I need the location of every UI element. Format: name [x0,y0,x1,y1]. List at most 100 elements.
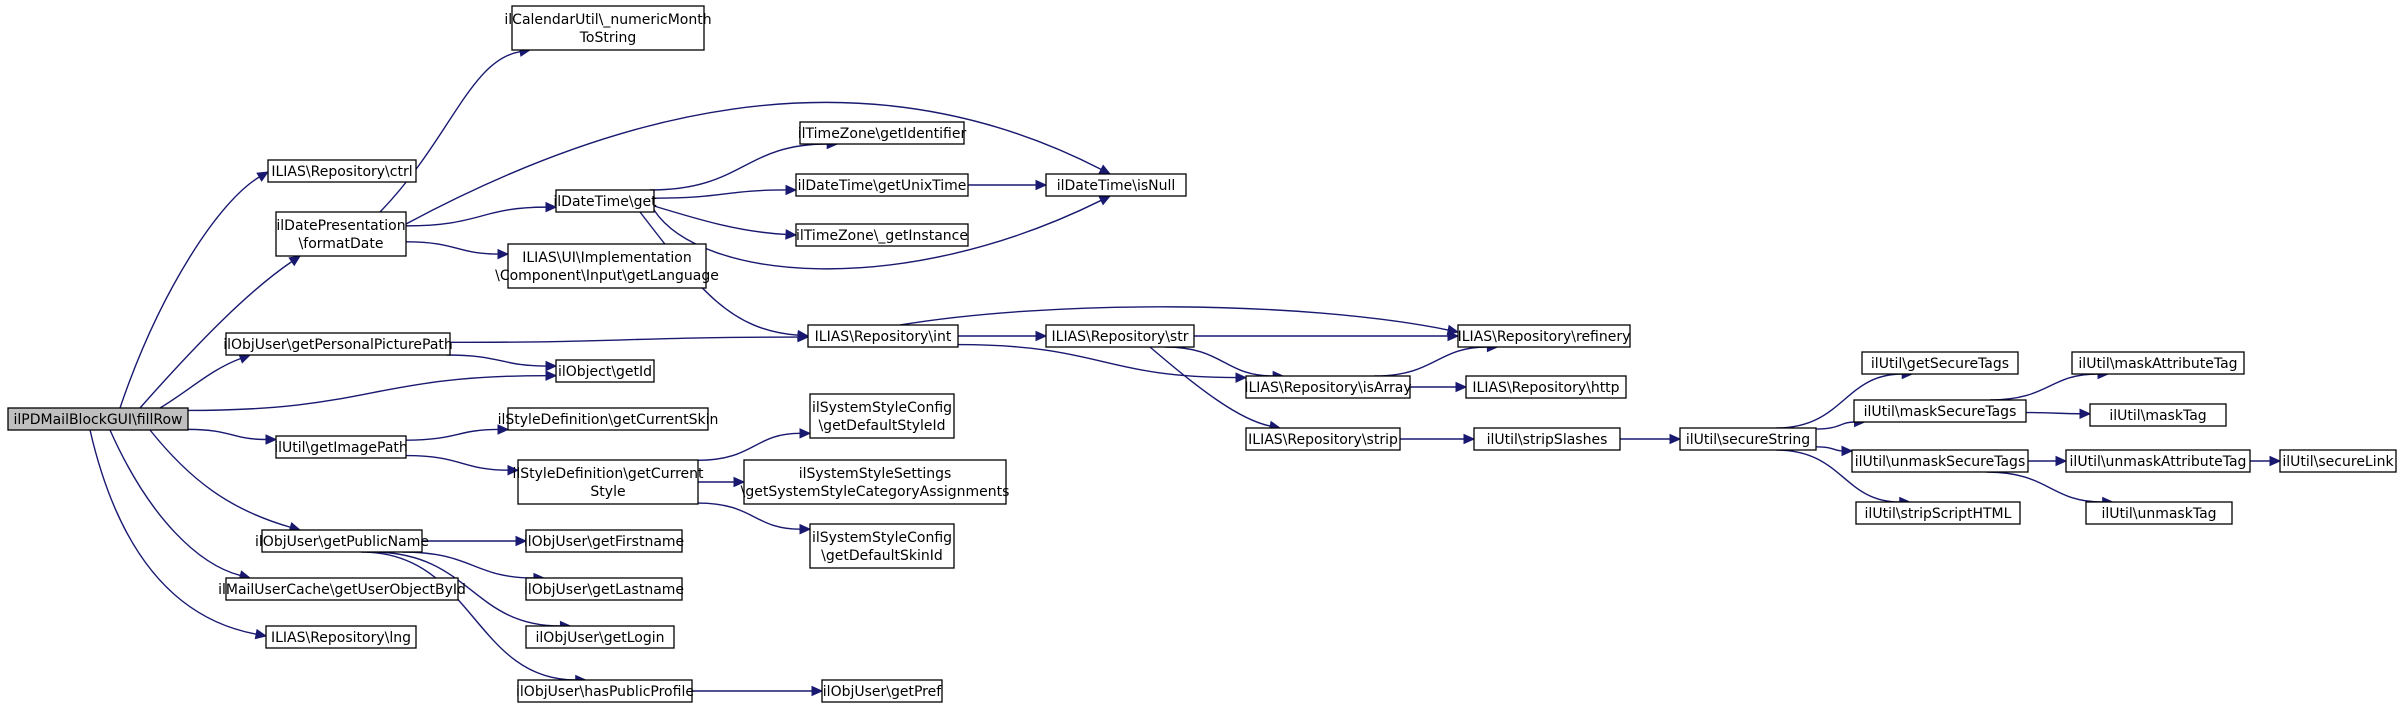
node-getSec[interactable]: ilUtil\getSecureTags [1861,351,2019,375]
node-label: ilDateTime\getUnixTime [798,178,967,194]
node-defStyle[interactable]: ilSystemStyleConfig\getDefaultStyleId [809,393,955,439]
edge-line [402,551,534,579]
node-defSkin[interactable]: ilSystemStyleConfig\getDefaultSkinId [809,523,955,569]
node-box [809,393,955,439]
node-dtUnix[interactable]: ilDateTime\getUnixTime [795,173,969,197]
node-label: ilUtil\maskAttributeTag [2078,356,2237,372]
node-curSkin[interactable]: ilStyleDefinition\getCurrentSkin [498,407,719,431]
node-repoInt[interactable]: ILIAS\Repository\int [807,324,959,348]
node-stripScript[interactable]: ilUtil\stripScriptHTML [1855,501,2021,525]
node-box [1457,324,1631,348]
node-datePres[interactable]: ilDatePresentation\formatDate [275,211,407,257]
node-mailCache[interactable]: ilMailUserCache\getUserObjectById [218,577,466,601]
edge-root-to-lng [89,429,268,640]
arrowhead [545,201,558,213]
node-label: ILIAS\Repository\int [815,329,952,345]
arrowhead [1098,195,1112,206]
edge-line [697,432,801,462]
node-label: ILIAS\Repository\refinery [1458,329,1631,345]
node-repoArr[interactable]: ILIAS\Repository\isArray [1244,375,1412,399]
node-label: ilUtil\getImagePath [274,440,408,456]
edge-line [187,428,267,441]
edge-ouPic-to-repoInt [449,331,810,344]
node-label: ilObjUser\getPref [823,684,942,700]
node-box [1679,427,1817,451]
node-uiLang[interactable]: ILIAS\UI\Implementation\Component\Input\… [495,243,719,289]
node-label: ILIAS\Repository\ctrl [271,164,412,180]
arrowhead [797,331,810,343]
node-label: ILIAS\Repository\strip [1248,432,1398,448]
node-repoCtrl[interactable]: ILIAS\Repository\ctrl [267,159,417,183]
edge-line [653,189,787,199]
node-pref[interactable]: ilObjUser\getPref [821,679,943,703]
node-box [1853,399,2027,423]
node-lng[interactable]: ILIAS\Repository\lng [265,625,417,649]
edge-line [2025,411,2081,415]
node-dtGet[interactable]: ilDateTime\get [553,189,657,213]
node-stripSl[interactable]: ilUtil\stripSlashes [1473,427,1621,451]
edge-root-to-imgPath [187,428,278,445]
node-label: ilUtil\secureLink [2282,454,2394,470]
edge-curStyle-to-catAssign [698,476,746,488]
node-label: ilDateTime\isNull [1057,178,1176,194]
node-box [795,223,969,247]
node-pubName[interactable]: ilObjUser\getPublicName [255,529,429,553]
arrowhead [1235,372,1248,383]
edge-dtGet-to-dtUnix [653,184,798,199]
node-box [555,189,655,213]
edge-line [649,143,828,191]
edge-pubName-to-first [421,535,528,547]
edge-maskSec-to-maskTag [2025,408,2092,420]
node-secStr[interactable]: ilUtil\secureString [1679,427,1817,451]
node-repoStr[interactable]: ILIAS\Repository\str [1045,324,1195,348]
node-box [809,523,955,569]
edge-datePres-to-dtGet [405,201,558,227]
node-catAssign[interactable]: ilSystemStyleSettings\getSystemStyleCate… [741,459,1010,505]
node-imgPath[interactable]: ilUtil\getImagePath [274,435,408,459]
node-hasPub[interactable]: ilObjUser\hasPublicProfile [516,679,694,703]
edge-imgPath-to-curSkin [405,424,510,441]
node-maskSec[interactable]: ilUtil\maskSecureTags [1853,399,2027,423]
node-repoRef[interactable]: ILIAS\Repository\refinery [1457,324,1631,348]
node-unmaskSec[interactable]: ilUtil\unmaskSecureTags [1851,449,2029,473]
node-tzId[interactable]: ilTimeZone\getIdentifier [798,121,967,145]
node-login[interactable]: ilObjUser\getLogin [525,625,675,649]
node-label: \getDefaultSkinId [821,548,943,564]
node-tzInst[interactable]: ilTimeZone\_getInstance [795,223,969,247]
node-unmaskAttr[interactable]: ilUtil\unmaskAttributeTag [2065,449,2251,473]
node-secLink[interactable]: ilUtil\secureLink [2279,449,2397,473]
node-repoHttp[interactable]: ILIAS\Repository\http [1465,375,1627,399]
node-box [525,529,683,553]
edge-line [405,206,547,227]
node-box [2089,403,2227,427]
arrowhead [1463,433,1476,445]
node-box [1473,427,1621,451]
node-maskTag[interactable]: ilUtil\maskTag [2089,403,2227,427]
edge-line [899,306,1449,331]
edge-dtGet-to-tzInst [653,205,798,240]
node-ouPic[interactable]: ilObjUser\getPersonalPicturePath [223,332,453,356]
edge-dtUnix-to-dtNull [967,179,1048,191]
node-label: \formatDate [299,236,384,252]
node-repoStrip[interactable]: ILIAS\Repository\strip [1245,427,1401,451]
node-dtNull[interactable]: ilDateTime\isNull [1045,173,1187,197]
node-box [261,529,423,553]
node-box [1045,173,1187,197]
edge-line [361,551,576,681]
node-last[interactable]: ilObjUser\getLastname [524,577,684,601]
node-root[interactable]: ilPDMailBlockGUI\fillRow [7,407,189,431]
node-unmaskTag[interactable]: ilUtil\unmaskTag [2085,501,2233,525]
node-first[interactable]: ilObjUser\getFirstname [524,529,684,553]
node-box [7,407,189,431]
arrowhead [1035,330,1048,342]
edge-root-to-datePres [139,255,302,409]
node-objId[interactable]: ilObject\getId [555,359,655,383]
arrowhead [1098,164,1112,175]
edge-pubName-to-hasPub [361,551,587,686]
edge-line [653,205,787,236]
node-maskAttr[interactable]: ilUtil\maskAttributeTag [2071,351,2245,375]
arrowhead [254,628,268,640]
edge-line [639,211,799,336]
